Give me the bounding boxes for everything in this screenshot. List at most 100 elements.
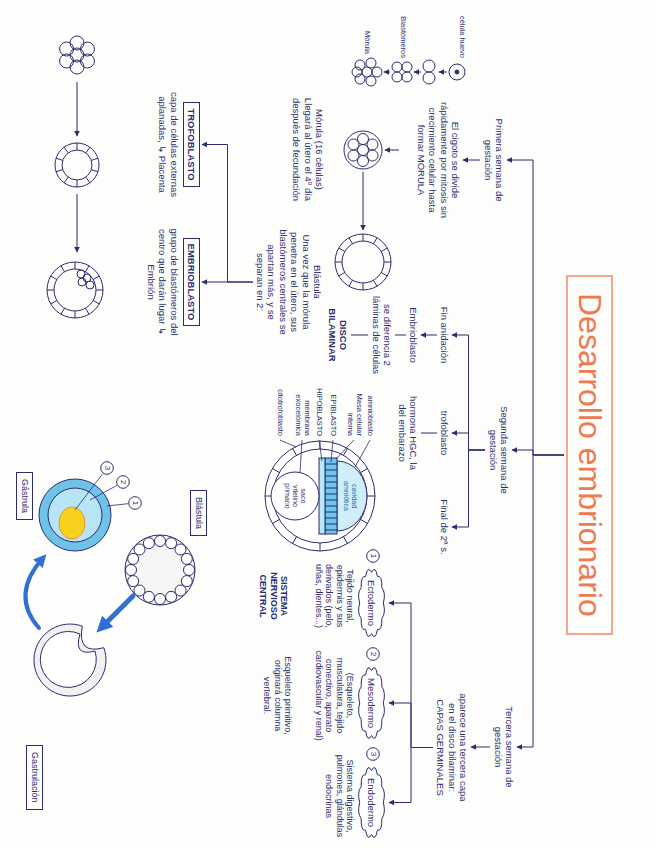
text-block: Mórula (16 células)Llegará al útero el 4… [291, 92, 325, 207]
annotation-label: amnioblasto [365, 374, 374, 436]
blastocyst-sequence [56, 143, 98, 187]
node-text: capa de células externas aplanadas, ↳ Pl… [157, 82, 180, 207]
text-block: Segunda semana de gestación [487, 400, 510, 500]
connector-arrow [389, 748, 433, 803]
connector-arrow [202, 282, 253, 283]
germ-layer-cloud: Mesodermo [356, 664, 387, 742]
leader-line [107, 504, 128, 506]
blastocyst-sequence [60, 42, 74, 56]
leader-line [280, 440, 370, 473]
blastocyst-sequence [62, 150, 92, 180]
bilaminar-embryo-drawing [337, 461, 367, 531]
gastrulation-blastula [175, 544, 186, 555]
cleavage-sequence [423, 60, 435, 72]
leader-line [280, 440, 296, 447]
text-block: Fin anidación [439, 298, 450, 372]
node-text: Embrioblasto [408, 298, 419, 372]
callout-number: 1 [128, 496, 142, 510]
node-text: 1 [366, 549, 380, 563]
gastrulation-arrow [25, 558, 133, 628]
connector-arrow [512, 450, 564, 455]
node-text: trofoblasto [439, 395, 450, 471]
node-text: El cigoto se divide rápidamente por mito… [415, 101, 461, 219]
bilaminar-embryo-drawing [265, 441, 375, 551]
annotation-label: HIPOBLASTO [314, 374, 323, 436]
cleavage-sequence [366, 58, 376, 68]
circle-outline [367, 648, 380, 661]
circle-outline [129, 497, 142, 510]
node-text: Segunda semana de gestación [487, 400, 510, 500]
annotation-label: Tejido neural, epidermis y sus derivados… [314, 552, 355, 640]
cloud-outline [359, 668, 385, 739]
node-text: 2 [116, 475, 130, 489]
gastrulation-blastula [128, 553, 139, 564]
connector-arrow [471, 747, 490, 748]
stage-box: Blástula [190, 490, 207, 536]
germ-layer-cloud: Ectodermo [356, 566, 387, 640]
connector-arrow [517, 455, 564, 747]
bilaminar-embryo-drawing [319, 458, 325, 534]
cleavage-sequence [449, 64, 465, 80]
annotation-label: SISTEMA NERVIOSO CENTRAL [258, 552, 289, 640]
cleavage-sequence [455, 70, 459, 74]
connector-arrow [202, 145, 253, 283]
annotation-label: (Esqueleto, musculatura, tejido conectiv… [314, 648, 355, 743]
callout-number: 3 [366, 747, 380, 761]
cleavage-sequence [423, 72, 435, 84]
text-block: hormona HGC, la del embarazo [396, 390, 419, 476]
annotation-label: saco vitelino primario [283, 478, 307, 514]
labeled-box: EMBRIOBLASTOgrupo de blastómeros del cen… [145, 226, 200, 338]
leader-line [331, 440, 333, 462]
text-block: aparece una tercera capa en el disco bil… [435, 690, 469, 805]
text-block: Primera semana de gestación [482, 105, 505, 215]
node-text: Endodermo [366, 778, 377, 827]
morula-drawing [348, 139, 359, 150]
blastocyst-sequence [47, 262, 103, 318]
cloud-outline [359, 768, 385, 838]
annotation-label: EPIBLASTO [328, 374, 337, 436]
cleavage-sequence [352, 67, 362, 77]
gastrulation-blastula [125, 535, 195, 605]
invagination-drawing [34, 624, 106, 696]
circle-outline [367, 748, 380, 761]
callout-number: 3 [100, 461, 114, 475]
node-text: Llegará al útero el 4º día después de fe… [291, 92, 314, 207]
cleavage-sequence [384, 72, 390, 73]
bilaminar-embryo-drawing [271, 472, 319, 520]
node-text: aparece una tercera capa en el disco bil… [446, 690, 469, 805]
morula-drawing [363, 172, 364, 230]
node-text: Una vez que la mórula penetra en el úter… [255, 226, 312, 338]
node-text: Gástrula [19, 479, 30, 513]
connector-arrow [421, 433, 437, 434]
gastrulation-blastula [143, 538, 154, 549]
node-text: Fin anidación [439, 298, 450, 372]
node-text: TROFOBLASTO [183, 102, 200, 186]
callout-number: 2 [116, 475, 130, 489]
cleavage-sequence [414, 72, 421, 73]
text-block: DISCO BILAMINAR [326, 298, 349, 372]
connector-arrow [507, 160, 564, 455]
cleavage-sequence [402, 72, 412, 82]
cleavage-sequence [439, 72, 447, 73]
stage-box: Gastrulación [26, 745, 43, 810]
cleavage-sequence [392, 72, 402, 82]
blastocyst-sequence [77, 270, 85, 278]
gastrulation-blastula [166, 591, 177, 602]
text-block: BlástulaUna vez que la mórula penetra en… [255, 226, 323, 338]
gastrulation-blastula [155, 594, 166, 605]
node-text: EMBRIOBLASTO [183, 238, 200, 327]
gastrulation-blastula [134, 585, 145, 596]
cloud-outline [359, 569, 385, 636]
annotation-label: Masa celular interna [346, 374, 363, 436]
cleavage-sequence [352, 58, 465, 86]
cleavage-sequence [372, 67, 382, 77]
gastrulation-blastula [143, 591, 154, 602]
cleavage-sequence [366, 76, 376, 86]
blastocyst-sequence [70, 36, 84, 50]
annotation-label: Sistema digestivo, pulmones, glándulas e… [324, 752, 355, 840]
gastrulation-blastula [128, 576, 139, 587]
gastrulation-arrow [25, 558, 43, 628]
title-box: Desarrollo embrionario [566, 275, 613, 635]
connector-arrow [421, 335, 437, 336]
